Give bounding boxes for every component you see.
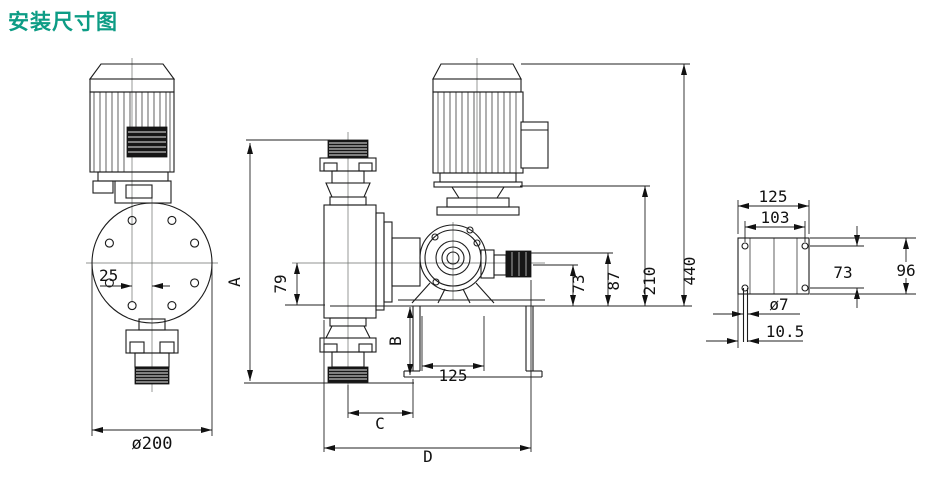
dim-text-25: 25 xyxy=(99,266,118,285)
side-motor xyxy=(432,63,549,216)
dim-440: 440 xyxy=(521,63,699,306)
side-bottom-valve xyxy=(319,317,377,384)
dim-text-base-125: 125 xyxy=(439,366,468,385)
side-pump-head xyxy=(323,204,421,319)
dim-offset-25: 25 xyxy=(99,266,170,289)
side-view: A 79 B 125 xyxy=(225,58,699,466)
dim-plate-dia7: ø7 xyxy=(713,295,800,317)
dim-210: 210 xyxy=(520,185,659,306)
front-view: 25 ø200 xyxy=(86,58,218,454)
dim-text-plate-73: 73 xyxy=(833,263,852,282)
dim-text-plate-103: 103 xyxy=(761,208,790,227)
drawing-title: 安装尺寸图 xyxy=(8,11,118,34)
dim-text-knob-87: 87 xyxy=(604,271,623,290)
front-motor xyxy=(88,63,176,204)
dim-text-plate-96: 96 xyxy=(896,261,915,280)
plate-hole xyxy=(801,284,809,292)
dim-plate-125: 125 xyxy=(737,187,810,234)
side-terminal-box xyxy=(520,121,549,169)
dim-plate-10-5: 10.5 xyxy=(706,322,805,344)
dim-knob-73: 73 xyxy=(533,264,588,306)
front-bottom-valve xyxy=(125,318,179,385)
dim-knob-87: 87 xyxy=(531,252,623,306)
dim-base-125: 125 xyxy=(421,316,485,385)
dim-text-D: D xyxy=(423,447,433,466)
dim-text-A: A xyxy=(225,277,244,287)
front-terminal-box xyxy=(126,126,168,158)
dim-plate-103: 103 xyxy=(744,208,806,242)
dim-text-200: ø200 xyxy=(132,434,173,454)
dim-A: A xyxy=(225,139,414,384)
dim-text-knob-73: 73 xyxy=(569,274,588,293)
dim-C: C xyxy=(347,379,414,433)
dim-plate-96: 96 xyxy=(810,237,920,295)
dim-text-plate-dia7: ø7 xyxy=(769,295,788,314)
side-base-stand xyxy=(398,299,545,378)
plate-outline xyxy=(737,237,810,295)
side-top-valve xyxy=(319,139,377,206)
dim-text-210: 210 xyxy=(640,267,659,296)
stroke-knob xyxy=(480,249,532,279)
dim-79: 79 xyxy=(271,263,325,306)
dim-text-79: 79 xyxy=(271,274,290,293)
plate-hole xyxy=(801,242,809,250)
dim-text-440: 440 xyxy=(680,257,699,286)
dim-diameter-200: ø200 xyxy=(91,263,213,454)
dim-text-plate-125: 125 xyxy=(759,187,788,206)
dim-text-B: B xyxy=(386,336,405,346)
dim-D: D xyxy=(323,280,532,466)
dim-text-plate-10-5: 10.5 xyxy=(766,322,805,341)
dim-text-C: C xyxy=(375,414,385,433)
dim-plate-73: 73 xyxy=(810,226,864,308)
dim-B: B xyxy=(386,307,413,375)
plate-view: 125 103 73 xyxy=(706,187,920,348)
plate-hole xyxy=(741,242,749,250)
side-gearbox xyxy=(411,224,532,304)
